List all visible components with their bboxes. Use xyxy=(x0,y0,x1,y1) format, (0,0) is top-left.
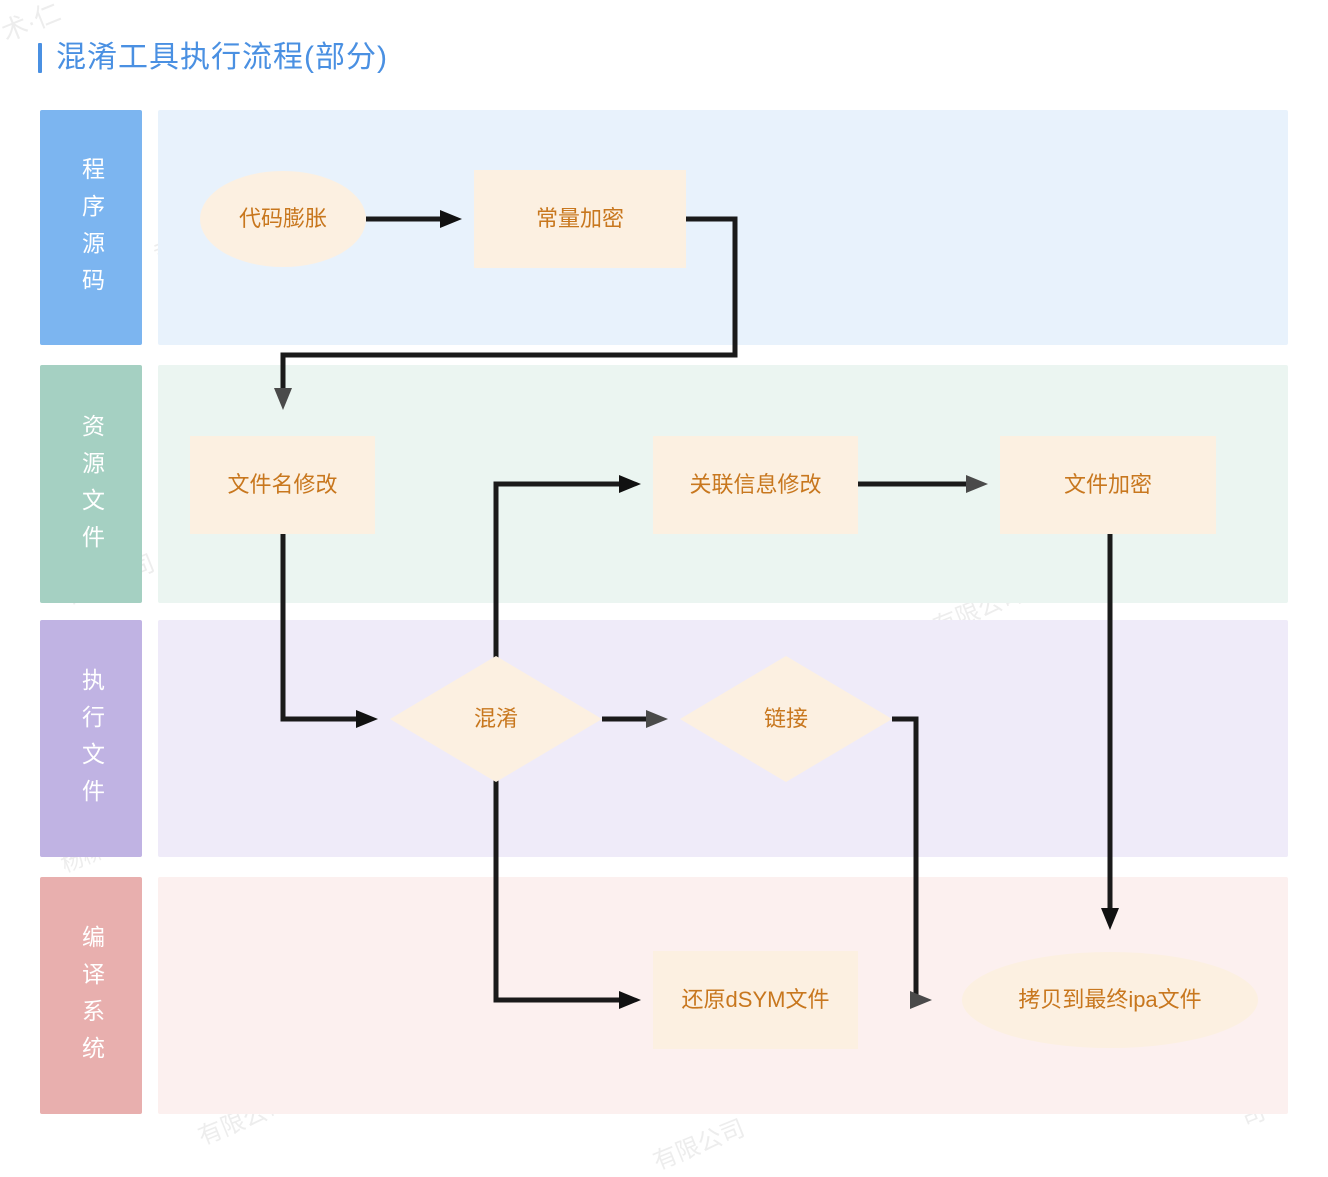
node-label: 关联信息修改 xyxy=(689,472,821,497)
node-diamond xyxy=(390,656,602,782)
edge-line xyxy=(493,776,621,1003)
node-label: 还原dSYM文件 xyxy=(682,987,830,1012)
edge-line xyxy=(892,716,919,1003)
node-restore-dsym[interactable]: 还原dSYM文件 xyxy=(653,951,858,1049)
node-rect xyxy=(1000,436,1216,534)
arrowhead-icon xyxy=(619,991,641,1009)
edge-constant-to-filename xyxy=(274,216,738,410)
page-title: 混淆工具执行流程(部分) xyxy=(38,34,388,82)
lane-label: 编译系统 xyxy=(78,925,105,1073)
lane-tab-build[interactable]: 编译系统 xyxy=(40,877,142,1114)
lane-label: 执行文件 xyxy=(78,668,105,816)
node-label: 链接 xyxy=(764,706,808,731)
node-ellipse xyxy=(962,952,1258,1048)
node-filename-modify[interactable]: 文件名修改 xyxy=(190,436,375,534)
lane-tab-source[interactable]: 程序源码 xyxy=(40,110,142,345)
edge-filename-to-obfuscate xyxy=(280,534,378,728)
arrowhead-icon xyxy=(966,475,988,493)
edge-line xyxy=(280,216,738,390)
node-rect xyxy=(190,436,375,534)
edge-line xyxy=(493,481,621,662)
edge-line xyxy=(280,534,358,722)
node-ellipse xyxy=(200,171,366,267)
edge-bloat-to-constant xyxy=(366,210,462,228)
lane-tab-executable[interactable]: 执行文件 xyxy=(40,620,142,857)
arrowhead-icon xyxy=(440,210,462,228)
node-label: 代码膨胀 xyxy=(239,206,327,231)
node-copy-to-ipa[interactable]: 拷贝到最终ipa文件 xyxy=(962,952,1258,1048)
edge-fileencrypt-to-copy xyxy=(1101,534,1119,930)
arrowhead-icon xyxy=(910,991,932,1009)
node-label: 混淆 xyxy=(474,706,518,731)
node-rect xyxy=(653,436,858,534)
node-label: 文件加密 xyxy=(1064,472,1152,497)
node-constant-encrypt[interactable]: 常量加密 xyxy=(474,170,686,268)
lane-label: 程序源码 xyxy=(78,157,105,305)
arrowhead-icon xyxy=(646,710,668,728)
node-link[interactable]: 链接 xyxy=(680,656,892,782)
node-label: 常量加密 xyxy=(536,206,624,231)
page-title-text: 混淆工具执行流程(部分) xyxy=(56,41,388,74)
node-diamond xyxy=(680,656,892,782)
arrowhead-icon xyxy=(1101,908,1119,930)
node-label: 拷贝到最终ipa文件 xyxy=(1018,987,1201,1012)
node-rect xyxy=(474,170,686,268)
node-label: 文件名修改 xyxy=(227,472,337,497)
edge-layer xyxy=(274,210,1119,1009)
lane-label: 资源文件 xyxy=(78,413,105,562)
node-code-bloat[interactable]: 代码膨胀 xyxy=(200,171,366,267)
edge-obfuscate-to-relation xyxy=(493,475,641,662)
node-obfuscate[interactable]: 混淆 xyxy=(390,656,602,782)
edge-relation-to-fileencrypt xyxy=(858,475,988,493)
edge-link-to-copy xyxy=(892,716,932,1009)
title-accent-bar xyxy=(38,43,42,73)
node-file-encrypt[interactable]: 文件加密 xyxy=(1000,436,1216,534)
arrowhead-icon xyxy=(619,475,641,493)
edge-obfuscate-to-link xyxy=(602,710,668,728)
node-rect xyxy=(653,951,858,1049)
node-relation-info-modify[interactable]: 关联信息修改 xyxy=(653,436,858,534)
arrowhead-icon xyxy=(356,710,378,728)
edge-obfuscate-to-dsym xyxy=(493,776,641,1009)
arrowhead-icon xyxy=(274,388,292,410)
lane-tab-resource[interactable]: 资源文件 xyxy=(40,365,142,603)
